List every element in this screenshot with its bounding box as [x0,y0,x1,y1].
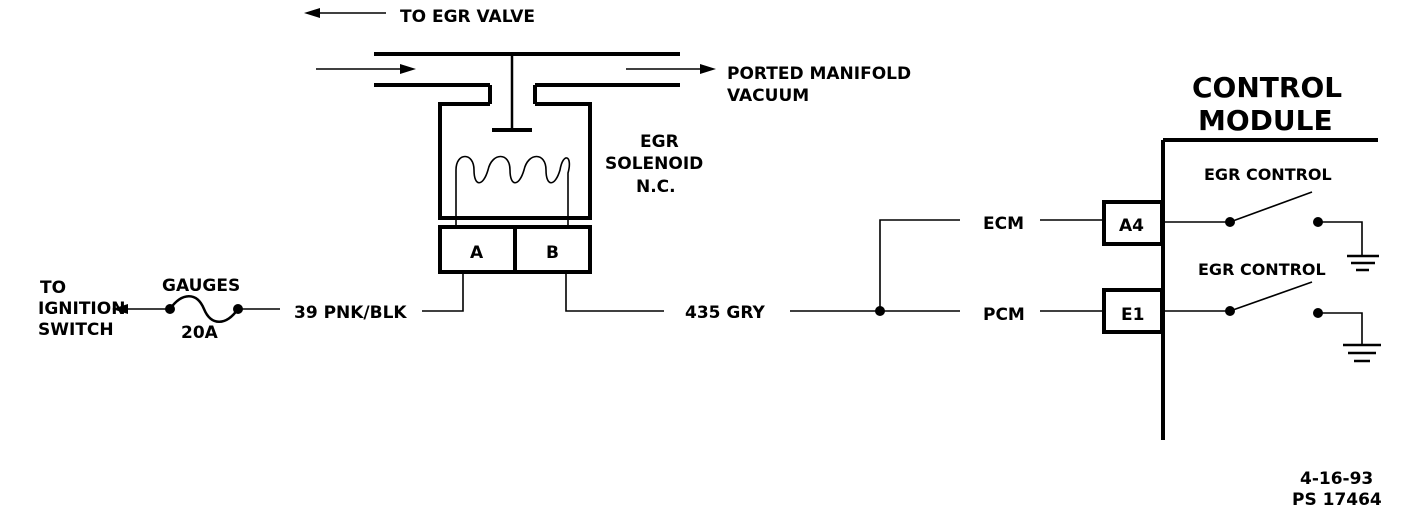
fuse-name-label: GAUGES [162,276,240,296]
vacuum-tee [374,52,680,132]
to-ignition-label-line3: SWITCH [38,320,114,340]
egr-control-switch-upper [1164,191,1363,255]
ported-manifold-label-line2: VACUUM [727,86,809,106]
ignition-arrow [112,304,168,314]
to-ignition-label-line2: IGNITION [38,299,125,319]
egr-control-switch-lower [1164,281,1363,344]
pin-a4-label: A4 [1119,216,1144,236]
wire-435-segment-left [565,272,664,312]
ported-manifold-label-line1: PORTED MANIFOLD [727,64,911,84]
control-module-title-line1: CONTROL [1192,71,1342,104]
wire-39-label: 39 PNK/BLK [294,303,407,323]
ecm-label: ECM [983,214,1024,234]
egr-solenoid-label-line3: N.C. [636,177,676,197]
vacuum-inlet-arrow [316,64,416,74]
fuse-rating-label: 20A [181,323,219,343]
egr-solenoid [438,102,592,226]
ground-symbol-upper [1347,254,1379,272]
pin-e1 [1102,288,1164,334]
control-module-title-line2: MODULE [1198,104,1333,137]
solenoid-connector [438,225,592,274]
pin-e1-label: E1 [1121,305,1144,325]
egr-control-lower-label: EGR CONTROL [1198,260,1326,279]
solenoid-coil [455,155,571,185]
ground-symbol-lower [1343,343,1381,363]
to-egr-valve-arrow [304,8,386,18]
pin-a4 [1102,200,1164,246]
gauges-fuse [165,295,243,323]
to-egr-valve-label: TO EGR VALVE [400,7,535,27]
ported-manifold-arrow [626,64,716,74]
egr-solenoid-label-line1: EGR [640,132,679,152]
wire-39-segment-right [422,272,464,312]
pcm-label: PCM [983,305,1025,325]
egr-control-upper-label: EGR CONTROL [1204,165,1332,184]
wire-435-label: 435 GRY [685,303,766,323]
egr-solenoid-label-line2: SOLENOID [605,154,703,174]
ps-code: PS 17464 [1292,490,1382,510]
to-ignition-label-line1: TO [40,278,66,298]
terminal-a-label: A [470,243,484,263]
control-module-outline [1161,138,1378,440]
ecm-branch-wire [879,219,960,311]
date-code: 4-16-93 [1300,469,1373,489]
terminal-b-label: B [546,243,559,263]
